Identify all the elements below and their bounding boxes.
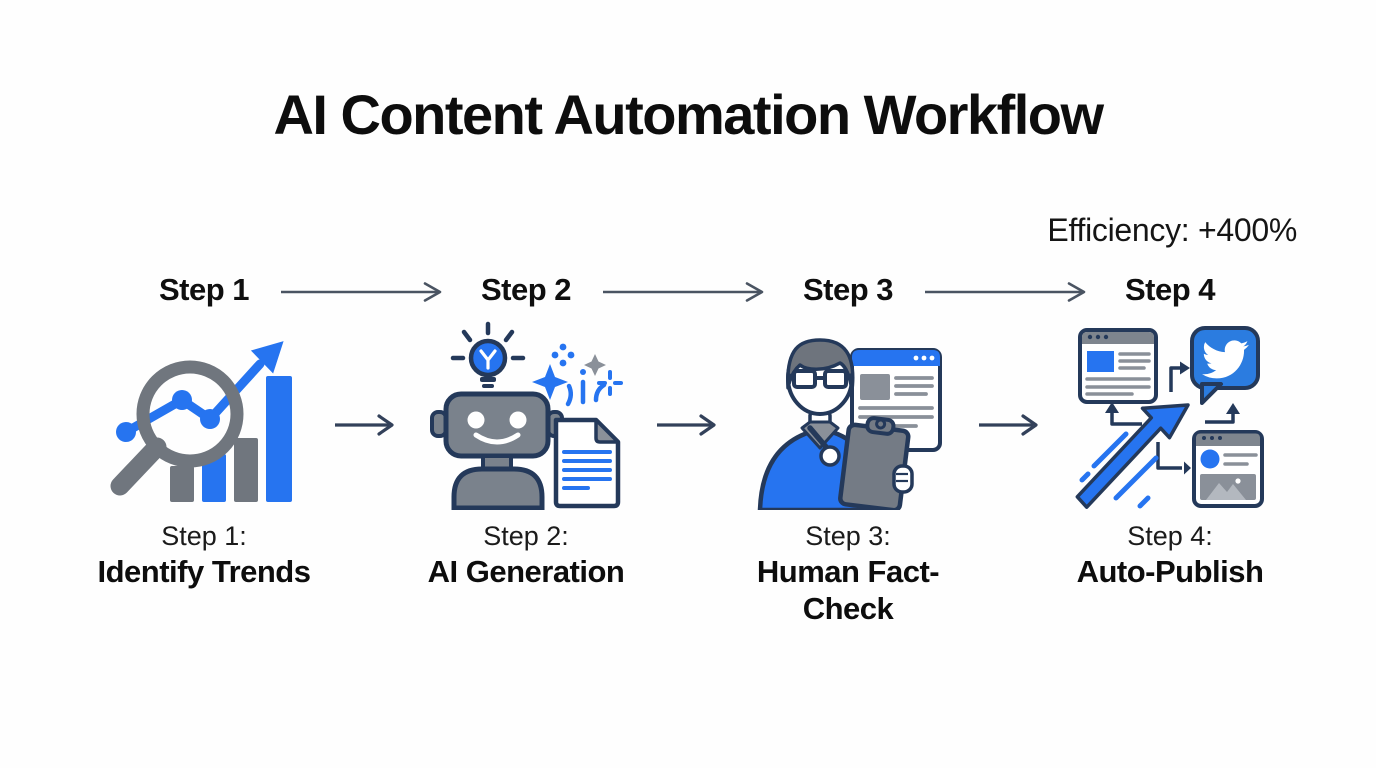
- robot-lightbulb-document-icon: [430, 321, 623, 510]
- growth-arrow-social-publish-icon: [1075, 326, 1264, 509]
- page-title: AI Content Automation Workflow: [273, 83, 1104, 146]
- step2-caption: Step 2: AI Generation: [406, 519, 646, 591]
- step3-header: Step 3: [802, 272, 894, 307]
- step3-caption-text: Human Fact-Check: [756, 554, 940, 626]
- step2-caption-text: AI Generation: [427, 554, 625, 590]
- reviewer-clipboard-browser-icon: [757, 338, 942, 510]
- flow-arrow-icon: [281, 282, 442, 302]
- step3-caption-prefix: Step 3:: [805, 521, 891, 551]
- step1-caption-prefix: Step 1:: [161, 521, 247, 551]
- step4-caption-text: Auto-Publish: [1076, 554, 1264, 590]
- step2-header: Step 2: [480, 272, 572, 307]
- icon-flow-arrow: [657, 414, 716, 436]
- step1-header: Step 1: [158, 272, 250, 307]
- step3-caption: Step 3: Human Fact-Check: [728, 519, 968, 627]
- step4-caption: Step 4: Auto-Publish: [1050, 519, 1290, 591]
- icon-flow-arrow: [335, 414, 394, 436]
- step2-caption-prefix: Step 2:: [483, 521, 569, 551]
- step4-caption-prefix: Step 4:: [1127, 521, 1213, 551]
- step1-caption: Step 1: Identify Trends: [84, 519, 324, 591]
- step1-caption-text: Identify Trends: [97, 554, 311, 590]
- efficiency-badge: Efficiency: +400%: [1047, 212, 1297, 248]
- icon-flow-arrow: [979, 414, 1038, 436]
- flow-arrow-icon: [925, 282, 1086, 302]
- flow-arrow-icon: [603, 282, 764, 302]
- magnifier-trend-chart-icon: [110, 341, 292, 502]
- step4-header: Step 4: [1124, 272, 1216, 307]
